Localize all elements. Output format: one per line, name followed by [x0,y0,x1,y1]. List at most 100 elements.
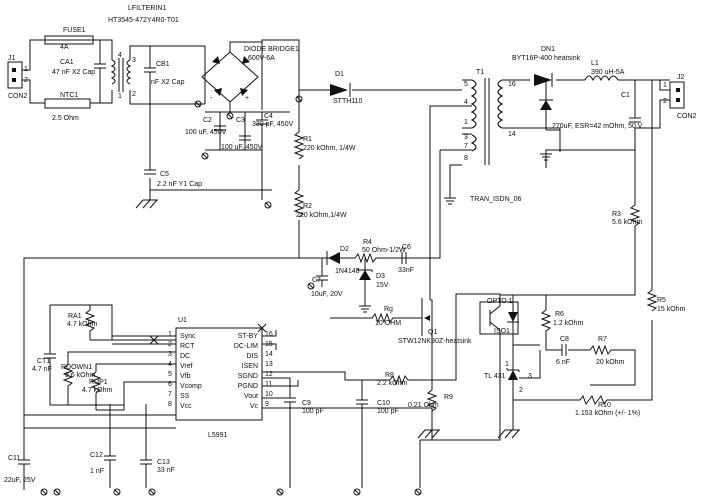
ntc1-value: 2.5 Ohm [52,115,79,122]
u1-pin-ss: SS [180,393,190,400]
j1-name: CON2 [8,93,28,100]
j2-label: J2 [677,74,685,81]
lfilter-pin3: 3 [132,57,136,64]
u1-pin-number-left: 5 [168,371,172,378]
c7-label: C7 [312,277,321,284]
t1-pin3: 3 [464,134,468,141]
rg-value: 10 OHM [375,320,401,327]
d2-label: D2 [340,246,349,253]
resistor-r9: R9 0.21 Ohm [408,389,453,412]
diode-d2: D2 1N4148 [326,246,360,275]
diode-bridge: - + DIODE BRIDGE1 600V-6A [201,41,299,120]
regulator-tl431: TL 431 1 2 3 [484,345,541,425]
d2-value: 1N4148 [335,268,360,275]
u1-pin-number-right: 13 [265,361,273,368]
r4-label: R4 [363,239,372,246]
resistor-r1: R1 220 kOhm, 1/4W [293,131,356,160]
bridge-plus: + [245,95,249,102]
capacitor-c7: C7 10uF, 20V [311,258,343,298]
inductor-lfilterin1: 4 1 3 2 LFILTERIN1 HT3545-472Y4R0-T01 [108,5,179,100]
c6-label: C6 [402,244,411,251]
resistor-rup1: RUP1 4.7 kOhm [82,371,113,410]
t1-pin16: 16 [508,81,516,88]
u1-pin-number-right: 11 [265,381,272,388]
u1-pin-vcc: Vcc [180,403,192,410]
capacitor-c11: C11 22uF, 25V [4,320,176,490]
capacitor-ca1: CA1 47 nF X2 Cap [52,40,106,103]
capacitor-c1: C1 270uF, ESR=42 mOhm, 50 V [552,92,643,130]
tl431-pin3: 3 [528,373,532,380]
iso1-label: ISO1 [494,328,510,335]
capacitor-c9: C9 100 pF [284,378,324,488]
l1-label: L1 [591,60,599,67]
fuse1-label: FUSE1 [63,27,86,34]
c3-value: 100 uF, 450V [221,144,263,151]
r5-label: R5 [657,297,666,304]
capacitor-c8: C8 6 nF [556,336,570,366]
ca1-label: CA1 [60,59,74,66]
t1-pin4: 4 [464,99,468,106]
capacitor-c10: C10 100 pF [356,380,399,488]
u1-part: L5991 [208,432,228,439]
r9-label: R9 [444,394,453,401]
resistor-r5: R5 15 kOhm [646,289,686,313]
tl431-pin1: 1 [505,361,509,368]
resistor-r3: R3 5.6 kOhm [500,152,643,296]
bridge-minus: - [210,95,213,102]
resistor-r2: R2 220 kOhm,1/4W [293,189,347,219]
r7-value: 20 kOhm [596,359,625,366]
u1-pin-sgnd: SGND [238,373,258,380]
connector-j1: J1 1 2 CON2 [7,55,28,100]
thermistor-ntc1: NTC1 2.5 Ohm [44,92,91,122]
resistor-r10: R10 1.153 kOhm (+/- 1%) [513,378,653,417]
c4-value: 330 pF, 450V [252,121,294,128]
c11-label: C11 [8,455,20,462]
c1-value: 270uF, ESR=42 mOhm, 50 V [552,123,643,130]
c12-label: C12 [90,452,103,459]
u1-pin-dc-lim: DC-LIM [234,343,258,350]
t1-pin7: 7 [464,143,468,150]
bridge-value: 600V-6A [248,55,275,62]
r6-value: 1.2 kOhm [553,320,584,327]
u1-pin-number-right: 9 [265,401,269,408]
lfilter-pin2: 2 [132,91,136,98]
c13-value: 33 nF [157,467,175,474]
resistor-r6: R6 1.2 kOhm [540,295,584,350]
u1-pin-pgnd: PGND [238,383,258,390]
u1-pin-rct: RCT [180,343,195,350]
r4-value: 50 Ohm-1/2W [362,247,406,254]
c5-value: 2.2 nF Y1 Cap [157,181,202,188]
q1-value: STW12NK90Z-heatsink [398,338,472,345]
u1-pin-vcomp: Vcomp [180,383,202,390]
u1-pin-number-right: 16 [265,331,273,338]
diode-d1: D1 STTH110 [330,71,363,105]
capacitor-c3: C3 100 uF, 450V [221,112,263,151]
u1-pin-dc: DC [180,353,190,360]
ntc1-label: NTC1 [60,92,78,99]
u1-pin-st-by: ST-BY [238,333,259,340]
t1-name: TRAN_ISDN_06 [470,196,521,203]
r10-value: 1.153 kOhm (+/- 1%) [575,410,640,417]
t1-pin1: 1 [464,119,468,126]
ra1-value: 4.7 kOhm [67,321,98,328]
u1-pin-vfb: Vfb [180,373,191,380]
controller-u1: U1 L5991 Sync1RCT2DC3Vref4Vfb5Vcomp6SS7V… [168,317,273,439]
c11-value: 22uF, 25V [4,477,36,484]
r10-label: R10 [598,402,611,409]
rg-label: Rg [384,306,393,313]
c2-value: 100 uF, 450V [185,129,227,136]
resistor-rg: Rg 10 OHM [330,306,418,327]
r7-label: R7 [598,336,607,343]
inductor-l1: L1 390 uH-5A [584,60,625,82]
r3-value: 5.6 kOhm [612,219,643,226]
r2-label: R2 [303,203,312,210]
u1-pin-dis: DIS [246,353,258,360]
capacitor-c13: C13 33 nF [140,404,175,488]
c9-label: C9 [302,400,311,407]
dn1-value: BYT16P-400 heatsink [512,55,581,62]
j2-name: CON2 [677,113,697,120]
d3-value: 15V [376,282,389,289]
rdown1-value: 3.6 kOhm [65,372,96,379]
r8-label: R8 [385,372,394,379]
